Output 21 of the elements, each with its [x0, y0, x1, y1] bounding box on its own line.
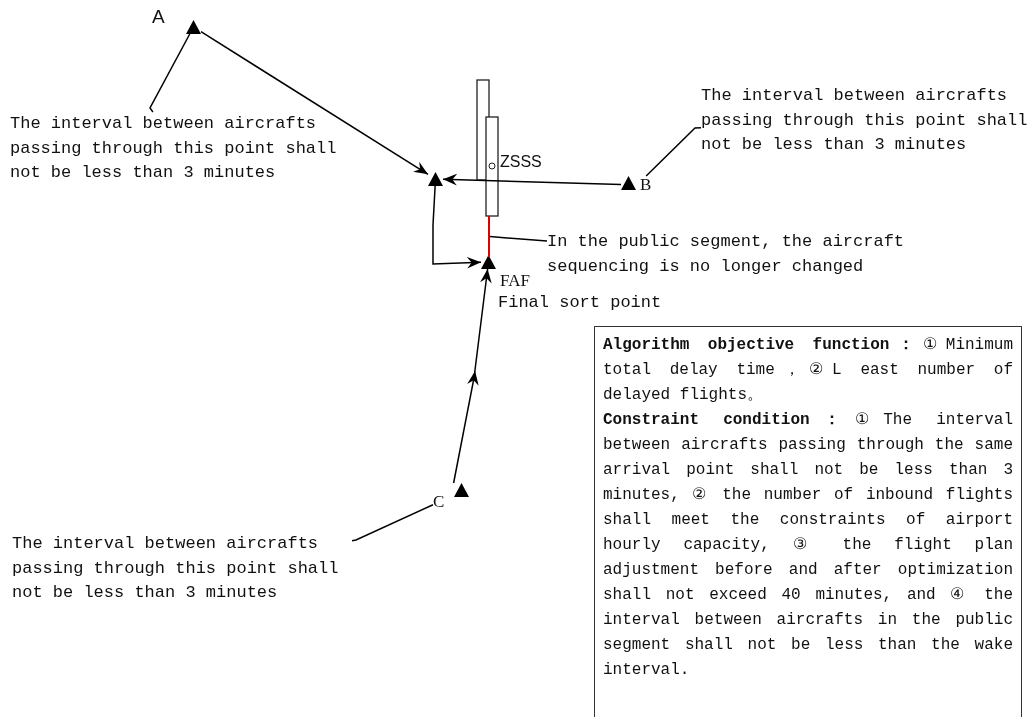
arrow: [452, 268, 492, 484]
arrow: [432, 185, 482, 269]
leader-line: [489, 235, 548, 242]
point-label: FAF: [500, 271, 530, 291]
point-label: B: [640, 175, 652, 195]
note-text: The interval between aircrafts passing through this point shall not be less than 3 minutes: [10, 112, 350, 186]
point-label: A: [152, 6, 165, 28]
leader-line: [149, 33, 191, 113]
point-caption: Final sort point: [498, 293, 662, 312]
leader-line: [645, 127, 702, 177]
note-text: The interval between aircrafts passing through this point shall not be less than 3 minutes: [12, 532, 352, 606]
airport-code: ZSSS: [500, 153, 542, 171]
note-text: The interval between aircrafts passing through this point shall not be less than 3 minutes: [701, 84, 1032, 158]
leader-line: [351, 504, 434, 542]
note-text: In the public segment, the aircraft sequencing is no longer changed: [547, 230, 917, 280]
arrow: [442, 173, 622, 186]
info-panel: [594, 326, 1022, 717]
paragraph: Algorithm objective function：①Minimum total delay time，②L east number of delayed flights。: [603, 335, 1013, 406]
point-label: C: [433, 492, 445, 512]
arrow: [200, 30, 429, 176]
public-segment-line: [488, 216, 490, 257]
